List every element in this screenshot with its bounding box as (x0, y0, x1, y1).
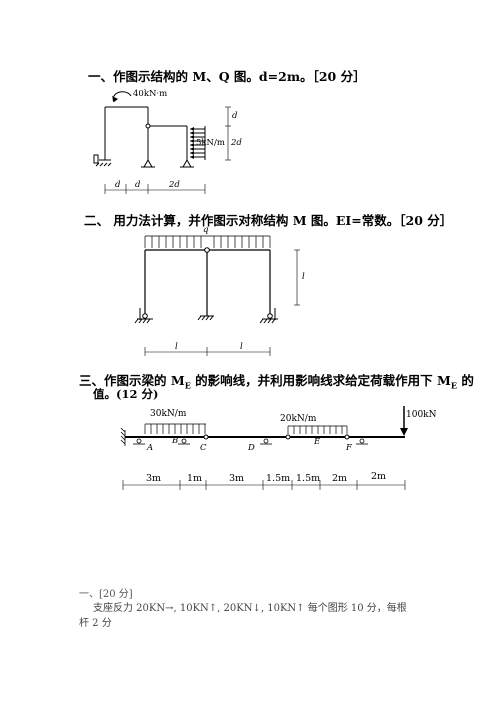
q1-title: 一、作图示结构的 M、Q 图。d=2m。［20 分］ (88, 69, 366, 84)
q3-point-load: 100kN (406, 410, 437, 420)
q2-title: 二、 用力法计算，并作图示对称结构 M 图。EI=常数。［20 分］ (84, 213, 453, 228)
q3-load2: 20kN/m (280, 414, 317, 424)
q2-height-label: l (302, 272, 305, 282)
q1-dim-d2: d (135, 180, 141, 190)
q3-pt-B: B (172, 436, 179, 446)
q3-title-line2: 值。(12 分) (93, 387, 159, 401)
q3-pt-C: C (200, 443, 207, 453)
q1-load-label: 5kN/m (196, 138, 225, 148)
q1-dim-d-vert: d (232, 111, 238, 121)
q3-title-line1: 三、作图示梁的 ME 的影响线，并利用影响线求给定荷载作用下 ME 的 (79, 373, 474, 391)
q1-moment-label: 40kN·m (133, 89, 168, 99)
answer-line2: 杆 2 分 (79, 618, 112, 629)
q3-dim-4: 1.5m (296, 473, 321, 484)
q3-dim-5: 2m (332, 473, 348, 484)
q3-dim-6: 2m (371, 471, 387, 482)
q3-pt-A: A (147, 443, 154, 453)
q3-dim-1: 1m (187, 473, 203, 484)
q2-span2: l (240, 342, 243, 352)
q2-span1: l (175, 342, 178, 352)
q1-dim-2d-vert: 2d (231, 138, 242, 148)
q3-pt-E: E (314, 437, 321, 447)
answer-header: 一、[20 分] (79, 589, 133, 600)
q3-dim-3: 1.5m (266, 473, 291, 484)
q3-dim-2: 3m (229, 473, 245, 484)
q1-dim-d1: d (115, 180, 121, 190)
q3-dim-0: 3m (146, 473, 162, 484)
point-load-arrow-icon (400, 428, 408, 436)
q3-pt-F: F (346, 443, 352, 453)
q3-pt-D: D (248, 443, 255, 453)
q3-load1: 30kN/m (150, 409, 187, 419)
q2-q-label: q (203, 225, 209, 235)
q1-dim-2d: 2d (169, 180, 180, 190)
answer-line1: 支座反力 20KN→, 10KN↑, 20KN↓, 10KN↑ 每个图形 10 … (93, 603, 407, 614)
